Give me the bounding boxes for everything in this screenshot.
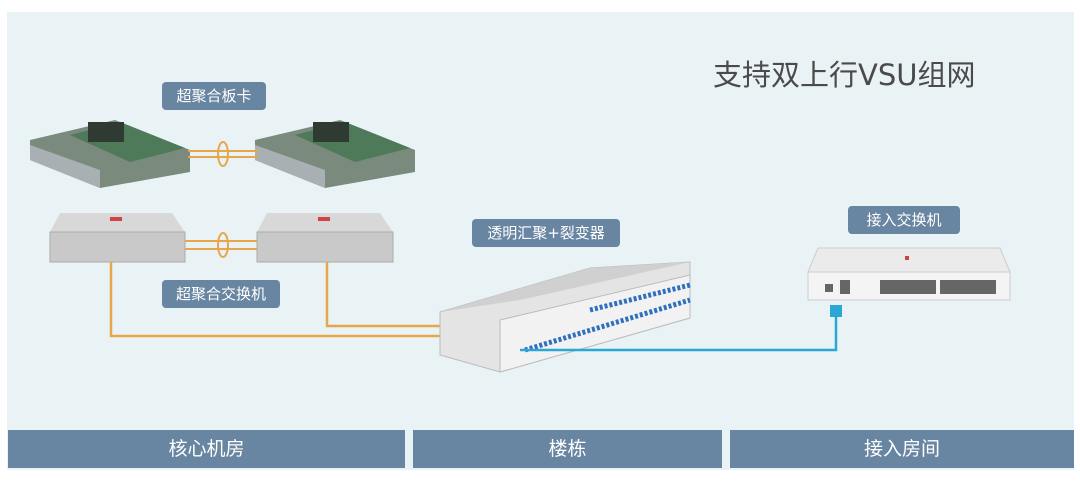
label-splitter: 透明汇聚+裂变器 — [472, 219, 620, 247]
fiber-connector — [830, 305, 842, 317]
card-vsu-link — [188, 141, 258, 167]
label-core-switch: 超聚合交换机 — [162, 280, 280, 308]
line-card-left — [30, 120, 190, 188]
access-switch — [807, 247, 1011, 301]
label-card: 超聚合板卡 — [162, 82, 266, 110]
core-switch-left — [49, 213, 186, 263]
core-switch-right — [256, 213, 394, 263]
switch-vsu-link — [185, 232, 257, 258]
diagram-title: 支持双上行VSU组网 — [713, 58, 976, 92]
splitter-device — [439, 261, 691, 373]
zone-building: 楼栋 — [413, 430, 722, 468]
label-access-switch: 接入交换机 — [848, 206, 960, 234]
zone-access-room: 接入房间 — [730, 430, 1074, 468]
line-card-right — [255, 120, 415, 188]
blue-downlink — [520, 312, 838, 352]
zone-core-room: 核心机房 — [8, 430, 405, 468]
